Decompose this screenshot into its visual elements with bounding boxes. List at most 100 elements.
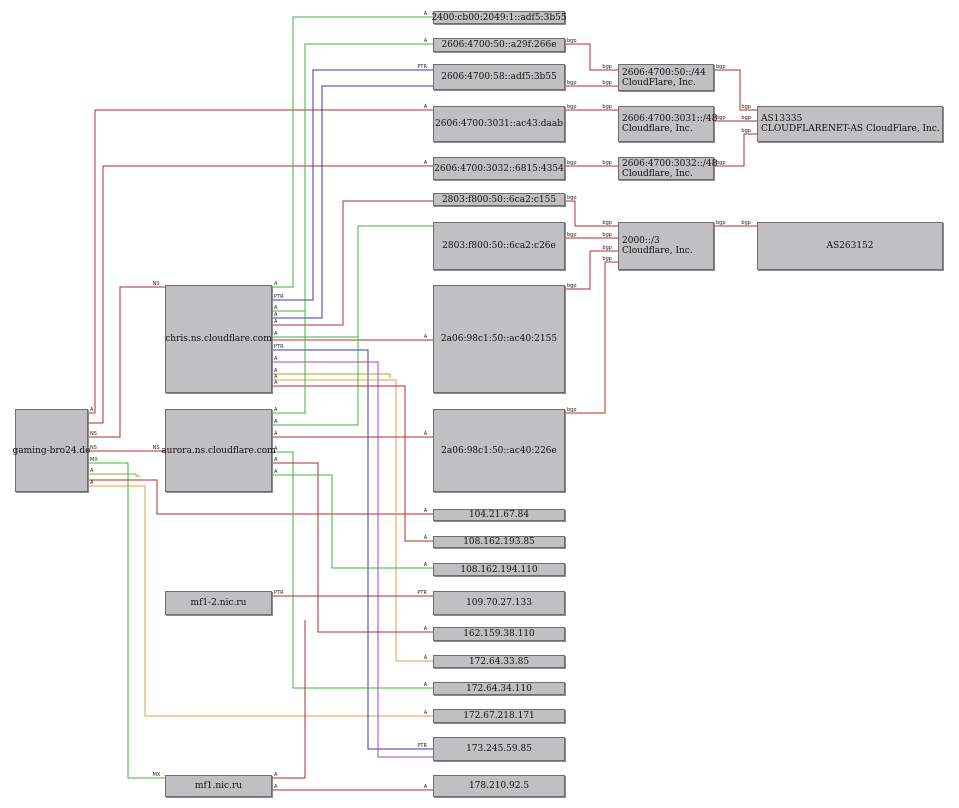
node-label: 2606:4700:3031::ac43:daab [435,119,563,129]
edge-label-end: A [424,682,428,688]
edges [88,16,757,791]
edge-label-start: NS [90,445,97,451]
node-label: 2606:4700:3032::6815:4354 [434,163,564,174]
edge-24 [272,451,433,689]
edge-25 [272,462,433,633]
node-label: AS263152 [826,241,874,251]
edge-label-start: A [274,380,278,386]
edge-9 [272,16,433,288]
edge-label-start: bgp [567,160,577,166]
node-mf1-2-nic[interactable]: mf1-2.nic.ru [165,591,272,615]
node-ipv6-1[interactable]: 2400:cb00:2049:1::adf5:3b55 [431,11,567,24]
node-ipv6-5[interactable]: 2606:4700:3032::6815:4354 [433,157,565,180]
edge-label-start: PTR [274,590,284,596]
edge-label-start: A [274,312,278,318]
edge-label-start: bgp [716,160,726,166]
prefix-line: 2606:4700:3032::/48 [622,158,718,169]
node-label: 2803:f800:50::6ca2:c155 [441,194,557,205]
node-ipv4-10[interactable]: 178.210.92.5 [433,775,565,797]
edge-37 [565,261,618,414]
node-as263152[interactable]: AS263152 [757,222,943,270]
edge-2 [88,165,433,424]
prefix-org: CloudFlare, Inc. [622,77,696,88]
node-ipv4-7[interactable]: 172.64.34.110 [433,682,565,695]
edge-label-start: bgp [567,407,577,413]
edge-label-start: PTR [274,344,284,350]
edge-13 [272,200,433,326]
edge-19 [272,379,433,662]
edge-label-start: bgp [567,104,577,110]
node-label: 172.64.33.85 [468,656,530,667]
edge-16 [272,349,433,750]
edge-label-end: A [424,655,428,661]
node-label: aurora.ns.cloudflare.com [161,445,276,456]
edge-label-start: A [274,446,278,452]
edge-22 [272,337,359,426]
node-ipv4-3[interactable]: 108.162.194.110 [433,563,565,576]
node-label: 2606:4700:50::a29f:266e [441,40,557,50]
node-aurora-ns[interactable]: aurora.ns.cloudflare.com [161,409,276,492]
edge-7 [88,485,433,717]
edge-label-end: A [424,626,428,632]
edge-label-end: bgp [741,115,751,121]
edge-label-start: A [274,469,278,475]
node-ipv4-8[interactable]: 172.67.218.171 [433,709,565,723]
node-ipv4-5[interactable]: 162.159.38.110 [433,627,565,641]
node-ipv6-9[interactable]: 2a06:98c1:50::ac40:226e [433,409,565,492]
edge-label-start: A [274,772,278,778]
edge-label-start: bgp [567,283,577,289]
node-chris-ns[interactable]: chris.ns.cloudflare.com [165,285,272,393]
node-gaming-bro24[interactable]: gaming-bro24.de [12,409,91,492]
node-label: 172.64.34.110 [466,683,532,694]
node-ipv4-9[interactable]: 173.245.59.85 [433,737,565,761]
node-ipv4-2[interactable]: 108.162.193.85 [433,536,565,548]
edge-21 [272,311,306,414]
prefix-line: 2606:4700:50::/44 [622,67,706,78]
edge-label-start: A [274,784,278,790]
node-label: 108.162.194.110 [460,564,538,575]
edge-label-start: A [274,281,278,287]
edge-label-end: A [424,38,428,44]
edge-label-end: bgp [602,220,612,226]
node-ipv6-2[interactable]: 2606:4700:50::a29f:266e [433,38,565,52]
edge-label-start: A [274,305,278,311]
edge-28 [272,620,306,779]
edge-14 [272,225,433,338]
edge-label-end: bgp [602,245,612,251]
edge-label-end: bgp [741,128,751,134]
edge-label-end: A [424,710,428,716]
node-label: chris.ns.cloudflare.com [165,334,272,344]
edge-label-end: bgp [602,64,612,70]
edge-label-end: bgp [741,104,751,110]
edge-label-start: bgp [716,220,726,226]
node-ipv4-1[interactable]: 104.21.67.84 [433,509,565,521]
edge-label-start: bgp [567,38,577,44]
node-ipv6-3[interactable]: 2606:4700:58::adf5:3b55 [433,64,565,90]
node-ipv4-4[interactable]: 109.70.27.133 [433,591,565,615]
prefix-org: Cloudflare, Inc. [622,168,693,179]
edge-label-end: bgp [602,160,612,166]
node-ipv6-6[interactable]: 2803:f800:50::6ca2:c155 [433,193,565,206]
edge-label-start: A [274,407,278,413]
node-ipv6-4[interactable]: 2606:4700:3031::ac43:daab [433,106,565,142]
node-ipv6-7[interactable]: 2803:f800:50::6ca2:c26e [433,222,565,270]
node-mf1-nic[interactable]: mf1.nic.ru [165,775,272,797]
node-ipv4-6[interactable]: 172.64.33.85 [433,655,565,668]
edge-label-end: A [424,334,428,340]
edge-label-start: bgp [567,195,577,201]
edge-label-start: A [274,431,278,437]
node-label: 109.70.27.133 [466,598,532,608]
node-label: 2606:4700:58::adf5:3b55 [441,72,557,82]
edge-label-start: A [274,457,278,463]
edge-5 [88,462,165,779]
edge-label-start: A [274,368,278,374]
node-ipv6-8[interactable]: 2a06:98c1:50::ac40:2155 [433,285,565,393]
node-label: 108.162.193.85 [463,537,535,547]
edge-label-end: NS [153,281,160,287]
